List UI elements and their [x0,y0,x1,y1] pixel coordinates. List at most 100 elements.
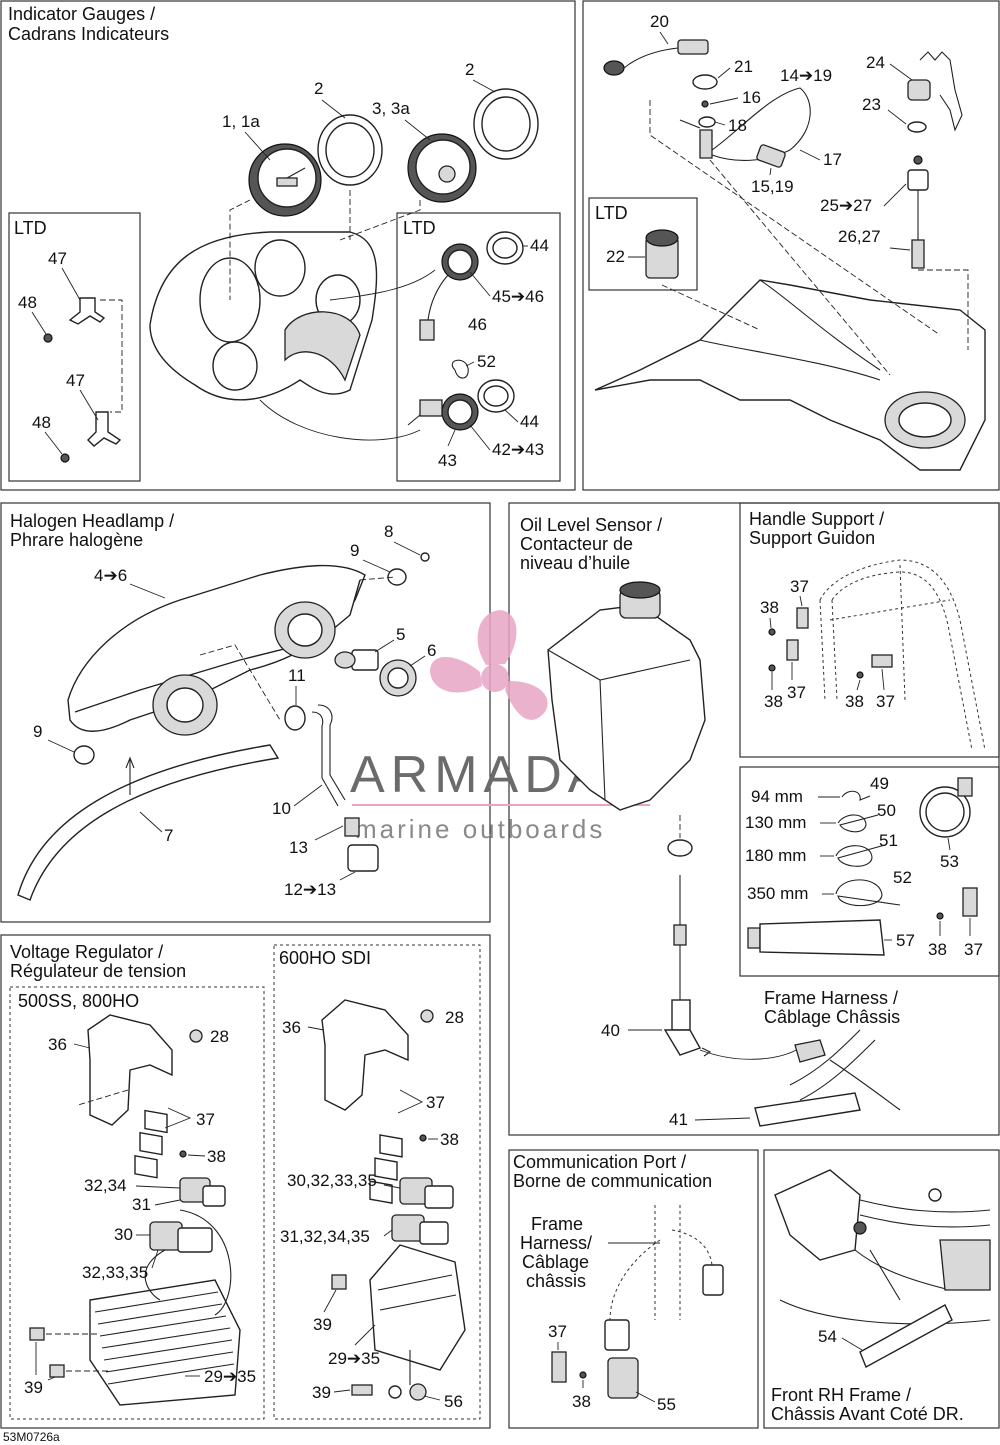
clip-37-ties [962,887,978,917]
regulator-title-en: Voltage Regulator / [10,942,163,962]
frontframe-title-en: Front RH Frame / [771,1385,911,1405]
headlamp-title-en: Halogen Headlamp / [10,511,174,531]
screw-38-comm [579,1371,587,1379]
socket-22 [645,229,679,279]
screw-48-lower [60,453,70,463]
tie-52-large [835,879,901,907]
panel-handle-support [739,502,1000,758]
ltd-box-ignition [588,197,698,291]
bolt-28-right [420,1009,434,1023]
callout-47-lower: 47 [66,371,85,390]
frontframe-section: Front RH Frame / Châssis Avant Coté DR. [771,1169,991,1424]
bezel-ring-2 [473,88,539,160]
bolt-28-left [189,1029,203,1043]
headlamp-section: Halogen Headlamp / Phrare halogène [10,511,430,901]
front-frame-assembly [774,1169,991,1325]
callout-38-ties: 38 [928,940,947,959]
nut-8 [420,552,430,562]
callout-24: 24 [866,53,885,72]
bracket-36-left [87,1014,173,1126]
clip-37-upper [796,607,809,629]
callout-26-27: 26,27 [838,227,881,246]
grommet-9-upper [387,568,407,586]
callout-36-right: 36 [282,1018,301,1037]
callout-5: 5 [396,625,405,644]
frontframe-title-fr: Châssis Avant Coté DR. [771,1404,964,1424]
pads-37-right [369,1134,403,1204]
regulator-title-fr: Régulateur de tension [10,961,186,981]
callout-32-33-35: 32,33,35 [82,1263,148,1282]
comm-title-en: Communication Port / [513,1152,686,1172]
callout-7: 7 [164,826,173,845]
callout-9-lower: 9 [33,722,42,741]
tie-50 [837,814,879,833]
cap-55 [607,1357,639,1399]
callout-38-comm: 38 [572,1392,591,1411]
handle-title-fr: Support Guidon [749,528,875,548]
panel-halogen-headlamp [0,502,491,923]
comm-label-cablage: Câblage [522,1252,589,1272]
callout-41: 41 [669,1110,688,1129]
ring-terminal [388,1385,402,1399]
grommet-9-lower [73,745,95,765]
connector-30 [149,1221,213,1253]
callout-2b: 2 [465,60,474,79]
handle-support-frame [819,559,986,751]
clip-37-comm [551,1351,567,1383]
bulb-5 [334,649,379,671]
sleeve-54 [859,1304,953,1368]
callout-38-handle-top: 38 [760,598,779,617]
callout-32-34: 32,34 [84,1176,127,1195]
callout-28-right: 28 [445,1008,464,1027]
callout-9-upper: 9 [350,541,359,560]
propeller-logo [430,610,548,720]
frame-harness-oil [789,1029,901,1111]
callout-28-left: 28 [210,1027,229,1046]
callout-37-ties: 37 [964,940,983,959]
callout-52-ties: 52 [893,868,912,887]
gauges-title-fr: Cadrans Indicateurs [8,24,169,44]
callout-39-right-lower: 39 [312,1383,331,1402]
bolt-39-left [29,1327,65,1378]
callout-8: 8 [384,522,393,541]
tie-size-350: 350 mm [747,884,808,903]
tie-51 [835,844,886,867]
ring-44-upper [486,231,524,265]
regulator-600ho [369,1244,466,1385]
oil-title-en: Oil Level Sensor / [520,515,662,535]
callout-1-1a: 1, 1a [222,112,260,131]
callout-37-handle-bottom: 37 [787,683,806,702]
plug-12-13 [344,817,379,872]
connectors-600ho [391,1177,454,1245]
tube-10 [311,704,346,807]
tie-49 [841,790,871,801]
ignition-section: LTD [588,39,986,471]
callout-2: 2 [314,79,323,98]
comm-section: Communication Port / Borne de communicat… [513,1152,724,1399]
callout-39-right-upper: 39 [313,1315,332,1334]
screw-38-mid [768,664,776,672]
bolt-39-right-lower [351,1384,373,1396]
callout-30: 30 [114,1225,133,1244]
callout-54: 54 [818,1327,837,1346]
tube-57 [747,919,885,956]
clamp-53 [919,777,973,838]
callout-42-43: 42➔43 [492,440,544,459]
callout-52: 52 [477,352,496,371]
oil-title-fr1: Contacteur de [520,534,633,554]
callout-21: 21 [734,57,753,76]
regulator-sub-600ho: 600HO SDI [279,948,371,968]
callout-44-upper: 44 [530,236,549,255]
frame-harness-title-en: Frame Harness / [764,988,898,1008]
screw-48-upper [43,333,53,343]
callout-18: 18 [728,116,747,135]
callout-17: 17 [823,150,842,169]
regulator-section: Voltage Regulator / Régulateur de tensio… [9,942,481,1420]
screw-38-ties [936,912,944,920]
callout-37-handle-top: 37 [790,577,809,596]
gauge-cluster-housing [149,231,378,401]
panel-indicator-gauges [0,0,576,491]
callout-50: 50 [877,801,896,820]
cable-20 [603,39,709,76]
